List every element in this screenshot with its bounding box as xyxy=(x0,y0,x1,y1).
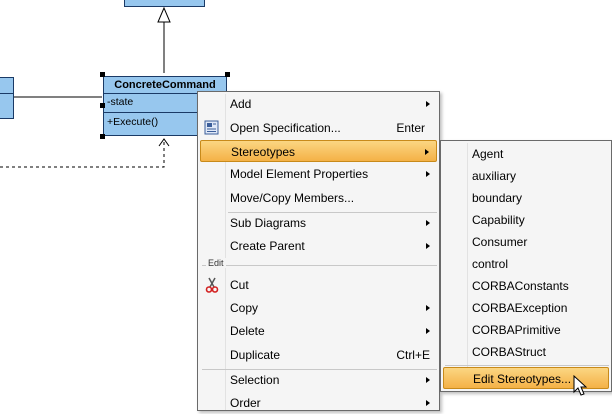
menu-item-label: Duplicate xyxy=(230,348,281,362)
menu-separator xyxy=(228,212,437,213)
menu-item-label: Stereotypes xyxy=(231,145,296,159)
diagram-connectors xyxy=(0,6,171,168)
menu-item-create-parent[interactable]: Create Parent xyxy=(198,235,439,257)
parent-class-box[interactable] xyxy=(124,0,205,7)
menu-item-label: Copy xyxy=(230,301,259,315)
menu-item-label: Delete xyxy=(230,324,265,338)
stereotype-item[interactable]: CORBAException xyxy=(441,297,611,319)
menu-item-label: Order xyxy=(230,396,261,410)
menu-item-sub-diagrams[interactable]: Sub Diagrams xyxy=(198,212,439,234)
selection-handle[interactable] xyxy=(100,72,105,77)
stereotype-item[interactable]: Capability xyxy=(441,209,611,231)
stereotype-label: Edit Stereotypes... xyxy=(473,372,572,386)
stereotype-label: CORBAPrimitive xyxy=(472,323,561,337)
stereotypes-submenu: Agent auxiliary boundary Capability Cons… xyxy=(440,140,612,392)
class-operation: +Execute() xyxy=(107,116,159,128)
menu-item-label: Model Element Properties xyxy=(230,167,369,181)
class-name: ConcreteCommand xyxy=(114,79,216,91)
menu-separator xyxy=(202,265,437,266)
edit-stereotypes-item[interactable]: Edit Stereotypes... xyxy=(443,367,609,389)
menu-item-label: Add xyxy=(230,97,252,111)
menu-item-selection[interactable]: Selection xyxy=(198,369,439,391)
menu-item-label: Selection xyxy=(230,373,280,387)
stereotype-item[interactable]: boundary xyxy=(441,187,611,209)
menu-item-order[interactable]: Order xyxy=(198,392,439,414)
stereotype-label: CORBAStruct xyxy=(472,345,547,359)
menu-item-move-copy-members[interactable]: Move/Copy Members... xyxy=(198,187,439,209)
left-class-box[interactable] xyxy=(0,77,14,119)
stereotype-item[interactable]: control xyxy=(441,253,611,275)
stereotype-item[interactable]: Agent xyxy=(441,143,611,165)
menu-separator xyxy=(202,369,437,370)
stereotype-label: CORBAException xyxy=(472,301,568,315)
submenu-arrow-icon xyxy=(426,101,430,107)
stereotype-item[interactable]: auxiliary xyxy=(441,165,611,187)
submenu-arrow-icon xyxy=(426,305,430,311)
menu-item-delete[interactable]: Delete xyxy=(198,320,439,342)
menu-item-stereotypes[interactable]: Stereotypes xyxy=(200,140,437,162)
selection-handle[interactable] xyxy=(225,72,230,77)
menu-item-add[interactable]: Add xyxy=(198,93,439,115)
submenu-arrow-icon xyxy=(426,377,430,383)
mouse-cursor-icon xyxy=(573,375,587,396)
menu-item-label: Cut xyxy=(230,278,249,292)
stereotype-label: auxiliary xyxy=(472,169,517,183)
menu-item-label: Sub Diagrams xyxy=(230,216,307,230)
submenu-arrow-icon xyxy=(426,243,430,249)
stereotype-label: Capability xyxy=(472,213,525,227)
stereotype-label: CORBAConstants xyxy=(472,279,569,293)
stereotype-item[interactable]: CORBAStruct xyxy=(441,341,611,363)
dependency-arrowhead xyxy=(158,138,170,147)
context-menu: Add Open Specification... Enter Stereoty… xyxy=(197,91,440,411)
stereotype-item[interactable]: Consumer xyxy=(441,231,611,253)
submenu-arrow-icon xyxy=(426,220,430,226)
menu-item-label: Open Specification... xyxy=(230,121,341,135)
stereotype-label: Agent xyxy=(472,147,504,161)
scissors-icon xyxy=(205,277,219,293)
menu-item-label: Move/Copy Members... xyxy=(230,191,355,205)
stereotype-label: Consumer xyxy=(472,235,528,249)
menu-separator xyxy=(445,365,609,366)
selection-handle[interactable] xyxy=(100,134,105,139)
submenu-arrow-icon xyxy=(426,400,430,406)
submenu-arrow-icon xyxy=(426,328,430,334)
submenu-arrow-icon xyxy=(426,171,430,177)
menu-item-shortcut: Ctrl+E xyxy=(396,348,430,362)
menu-item-copy[interactable]: Copy xyxy=(198,297,439,319)
menu-item-cut[interactable]: Cut xyxy=(198,274,439,296)
menu-item-duplicate[interactable]: Duplicate Ctrl+E xyxy=(198,344,439,366)
generalization-arrowhead xyxy=(157,6,171,23)
stereotype-item[interactable]: CORBAPrimitive xyxy=(441,319,611,341)
stereotype-label: control xyxy=(472,257,509,271)
submenu-arrow-icon xyxy=(425,149,429,155)
class-attribute: -state xyxy=(107,96,134,108)
specification-icon xyxy=(204,120,219,135)
menu-item-model-element-properties[interactable]: Model Element Properties xyxy=(198,163,439,185)
dependency-line xyxy=(0,141,165,168)
stereotype-item[interactable]: CORBAConstants xyxy=(441,275,611,297)
menu-item-open-specification[interactable]: Open Specification... Enter xyxy=(198,117,439,139)
stereotype-label: boundary xyxy=(472,191,523,205)
menu-item-shortcut: Enter xyxy=(396,121,425,135)
menu-group-label-edit: Edit xyxy=(206,258,226,268)
selection-handle[interactable] xyxy=(100,103,105,108)
menu-item-label: Create Parent xyxy=(230,239,305,253)
